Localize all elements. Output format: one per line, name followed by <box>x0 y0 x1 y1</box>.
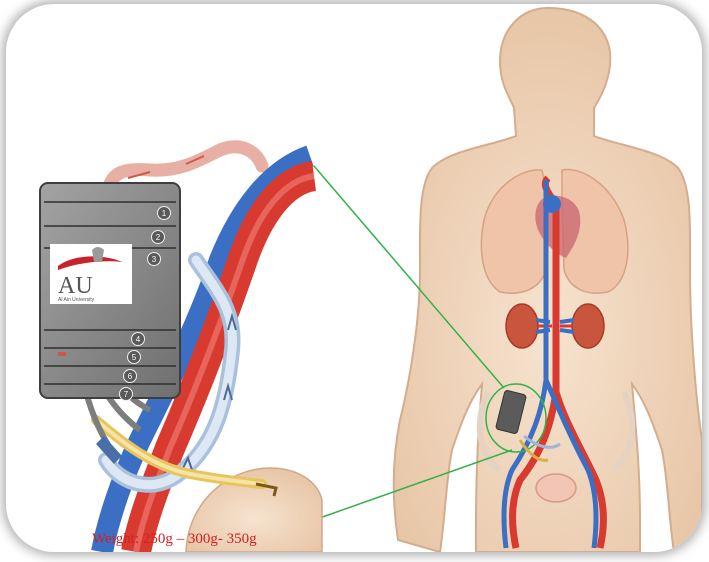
weight-caption: Weight: 250g – 300g- 350g <box>92 531 257 548</box>
slot-badge-7: 7 <box>120 388 133 401</box>
bladder <box>536 474 576 502</box>
slot-badge-1: 1 <box>158 207 171 220</box>
svg-text:3: 3 <box>152 255 157 264</box>
slot-badge-6: 6 <box>124 370 137 383</box>
right-kidney <box>572 304 604 348</box>
device-box: AU Al Ain University 1 2 3 4 5 <box>40 183 180 401</box>
svg-text:1: 1 <box>162 209 167 218</box>
logo-subtext: Al Ain University <box>58 297 95 303</box>
svg-text:6: 6 <box>128 372 133 381</box>
left-kidney <box>506 304 538 348</box>
svg-text:4: 4 <box>136 335 141 344</box>
logo-letters: AU <box>58 273 93 299</box>
diagram-frame: AU Al Ain University 1 2 3 4 5 <box>6 4 702 552</box>
slot-badge-4: 4 <box>132 333 145 346</box>
diagram-canvas: AU Al Ain University 1 2 3 4 5 <box>6 4 702 552</box>
zoomed-detail: AU Al Ain University 1 2 3 4 5 <box>40 147 322 552</box>
svg-text:5: 5 <box>132 353 137 362</box>
slot-badge-5: 5 <box>128 351 141 364</box>
svg-text:2: 2 <box>156 233 161 242</box>
human-body-figure <box>394 8 702 552</box>
slot-badge-3: 3 <box>148 253 161 266</box>
slot-badge-2: 2 <box>152 231 165 244</box>
svg-text:7: 7 <box>124 390 129 399</box>
heart-valve-blue <box>543 195 561 213</box>
